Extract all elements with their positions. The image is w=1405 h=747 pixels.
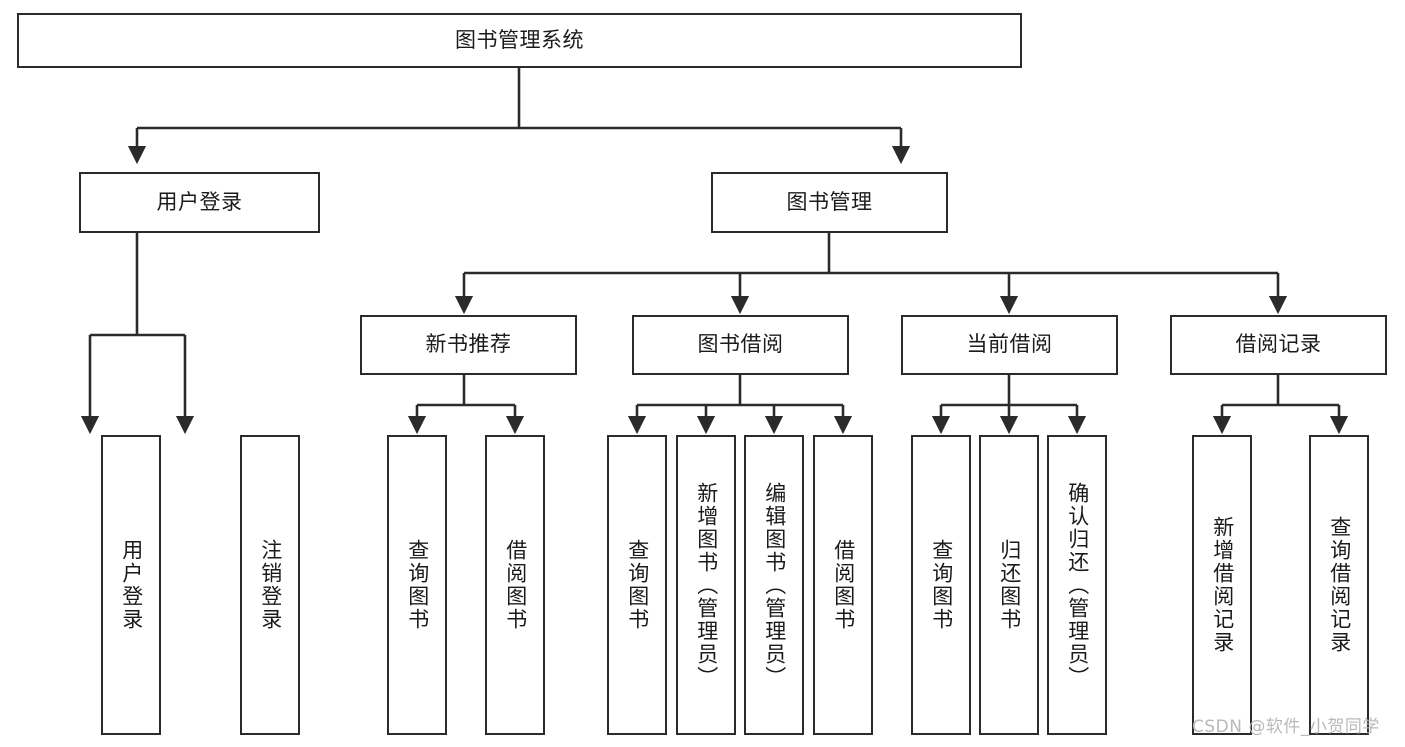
node-label: 查询图书	[929, 539, 954, 631]
node-label: 借阅图书	[831, 539, 856, 631]
node-root-system[interactable]: 图书管理系统	[17, 13, 1022, 68]
node-user-login[interactable]: 用户登录	[79, 172, 320, 233]
node-label: 查询图书	[405, 539, 430, 631]
node-label: 图书管理	[786, 189, 873, 214]
node-label: 确认归还（管理员）	[1065, 481, 1090, 689]
node-label: 查询图书	[625, 539, 650, 631]
leaf-add-book-admin[interactable]: 新增图书（管理员）	[676, 435, 736, 735]
node-label: 新书推荐	[425, 332, 512, 357]
leaf-user-login[interactable]: 用户登录	[101, 435, 161, 735]
csdn-watermark: CSDN @软件_小贺同学	[1192, 717, 1380, 737]
node-label: 新增图书（管理员）	[694, 481, 719, 689]
node-label: 当前借阅	[966, 332, 1053, 357]
node-label: 注销登录	[258, 539, 283, 631]
leaf-edit-book-admin[interactable]: 编辑图书（管理员）	[744, 435, 804, 735]
leaf-confirm-return-admin[interactable]: 确认归还（管理员）	[1047, 435, 1107, 735]
node-book-borrow[interactable]: 图书借阅	[632, 315, 849, 375]
node-label: 借阅图书	[503, 539, 528, 631]
node-new-book-recommend[interactable]: 新书推荐	[360, 315, 577, 375]
node-label: 图书借阅	[697, 332, 784, 357]
node-current-borrow[interactable]: 当前借阅	[901, 315, 1118, 375]
node-label: 用户登录	[119, 539, 144, 631]
leaf-query-book-recommend[interactable]: 查询图书	[387, 435, 447, 735]
node-borrow-record[interactable]: 借阅记录	[1170, 315, 1387, 375]
leaf-return-book[interactable]: 归还图书	[979, 435, 1039, 735]
leaf-add-borrow-record[interactable]: 新增借阅记录	[1192, 435, 1252, 735]
node-book-management[interactable]: 图书管理	[711, 172, 948, 233]
node-label: 借阅记录	[1235, 332, 1322, 357]
leaf-query-book-current[interactable]: 查询图书	[911, 435, 971, 735]
node-label: 新增借阅记录	[1210, 516, 1235, 654]
leaf-query-book-borrow[interactable]: 查询图书	[607, 435, 667, 735]
leaf-query-borrow-record[interactable]: 查询借阅记录	[1309, 435, 1369, 735]
node-label: 编辑图书（管理员）	[762, 481, 787, 689]
node-label: 查询借阅记录	[1327, 516, 1352, 654]
leaf-borrow-book-recommend[interactable]: 借阅图书	[485, 435, 545, 735]
node-label: 归还图书	[997, 539, 1022, 631]
leaf-borrow-book[interactable]: 借阅图书	[813, 435, 873, 735]
node-label: 图书管理系统	[455, 27, 584, 52]
node-label: 用户登录	[156, 189, 243, 214]
leaf-logout[interactable]: 注销登录	[240, 435, 300, 735]
